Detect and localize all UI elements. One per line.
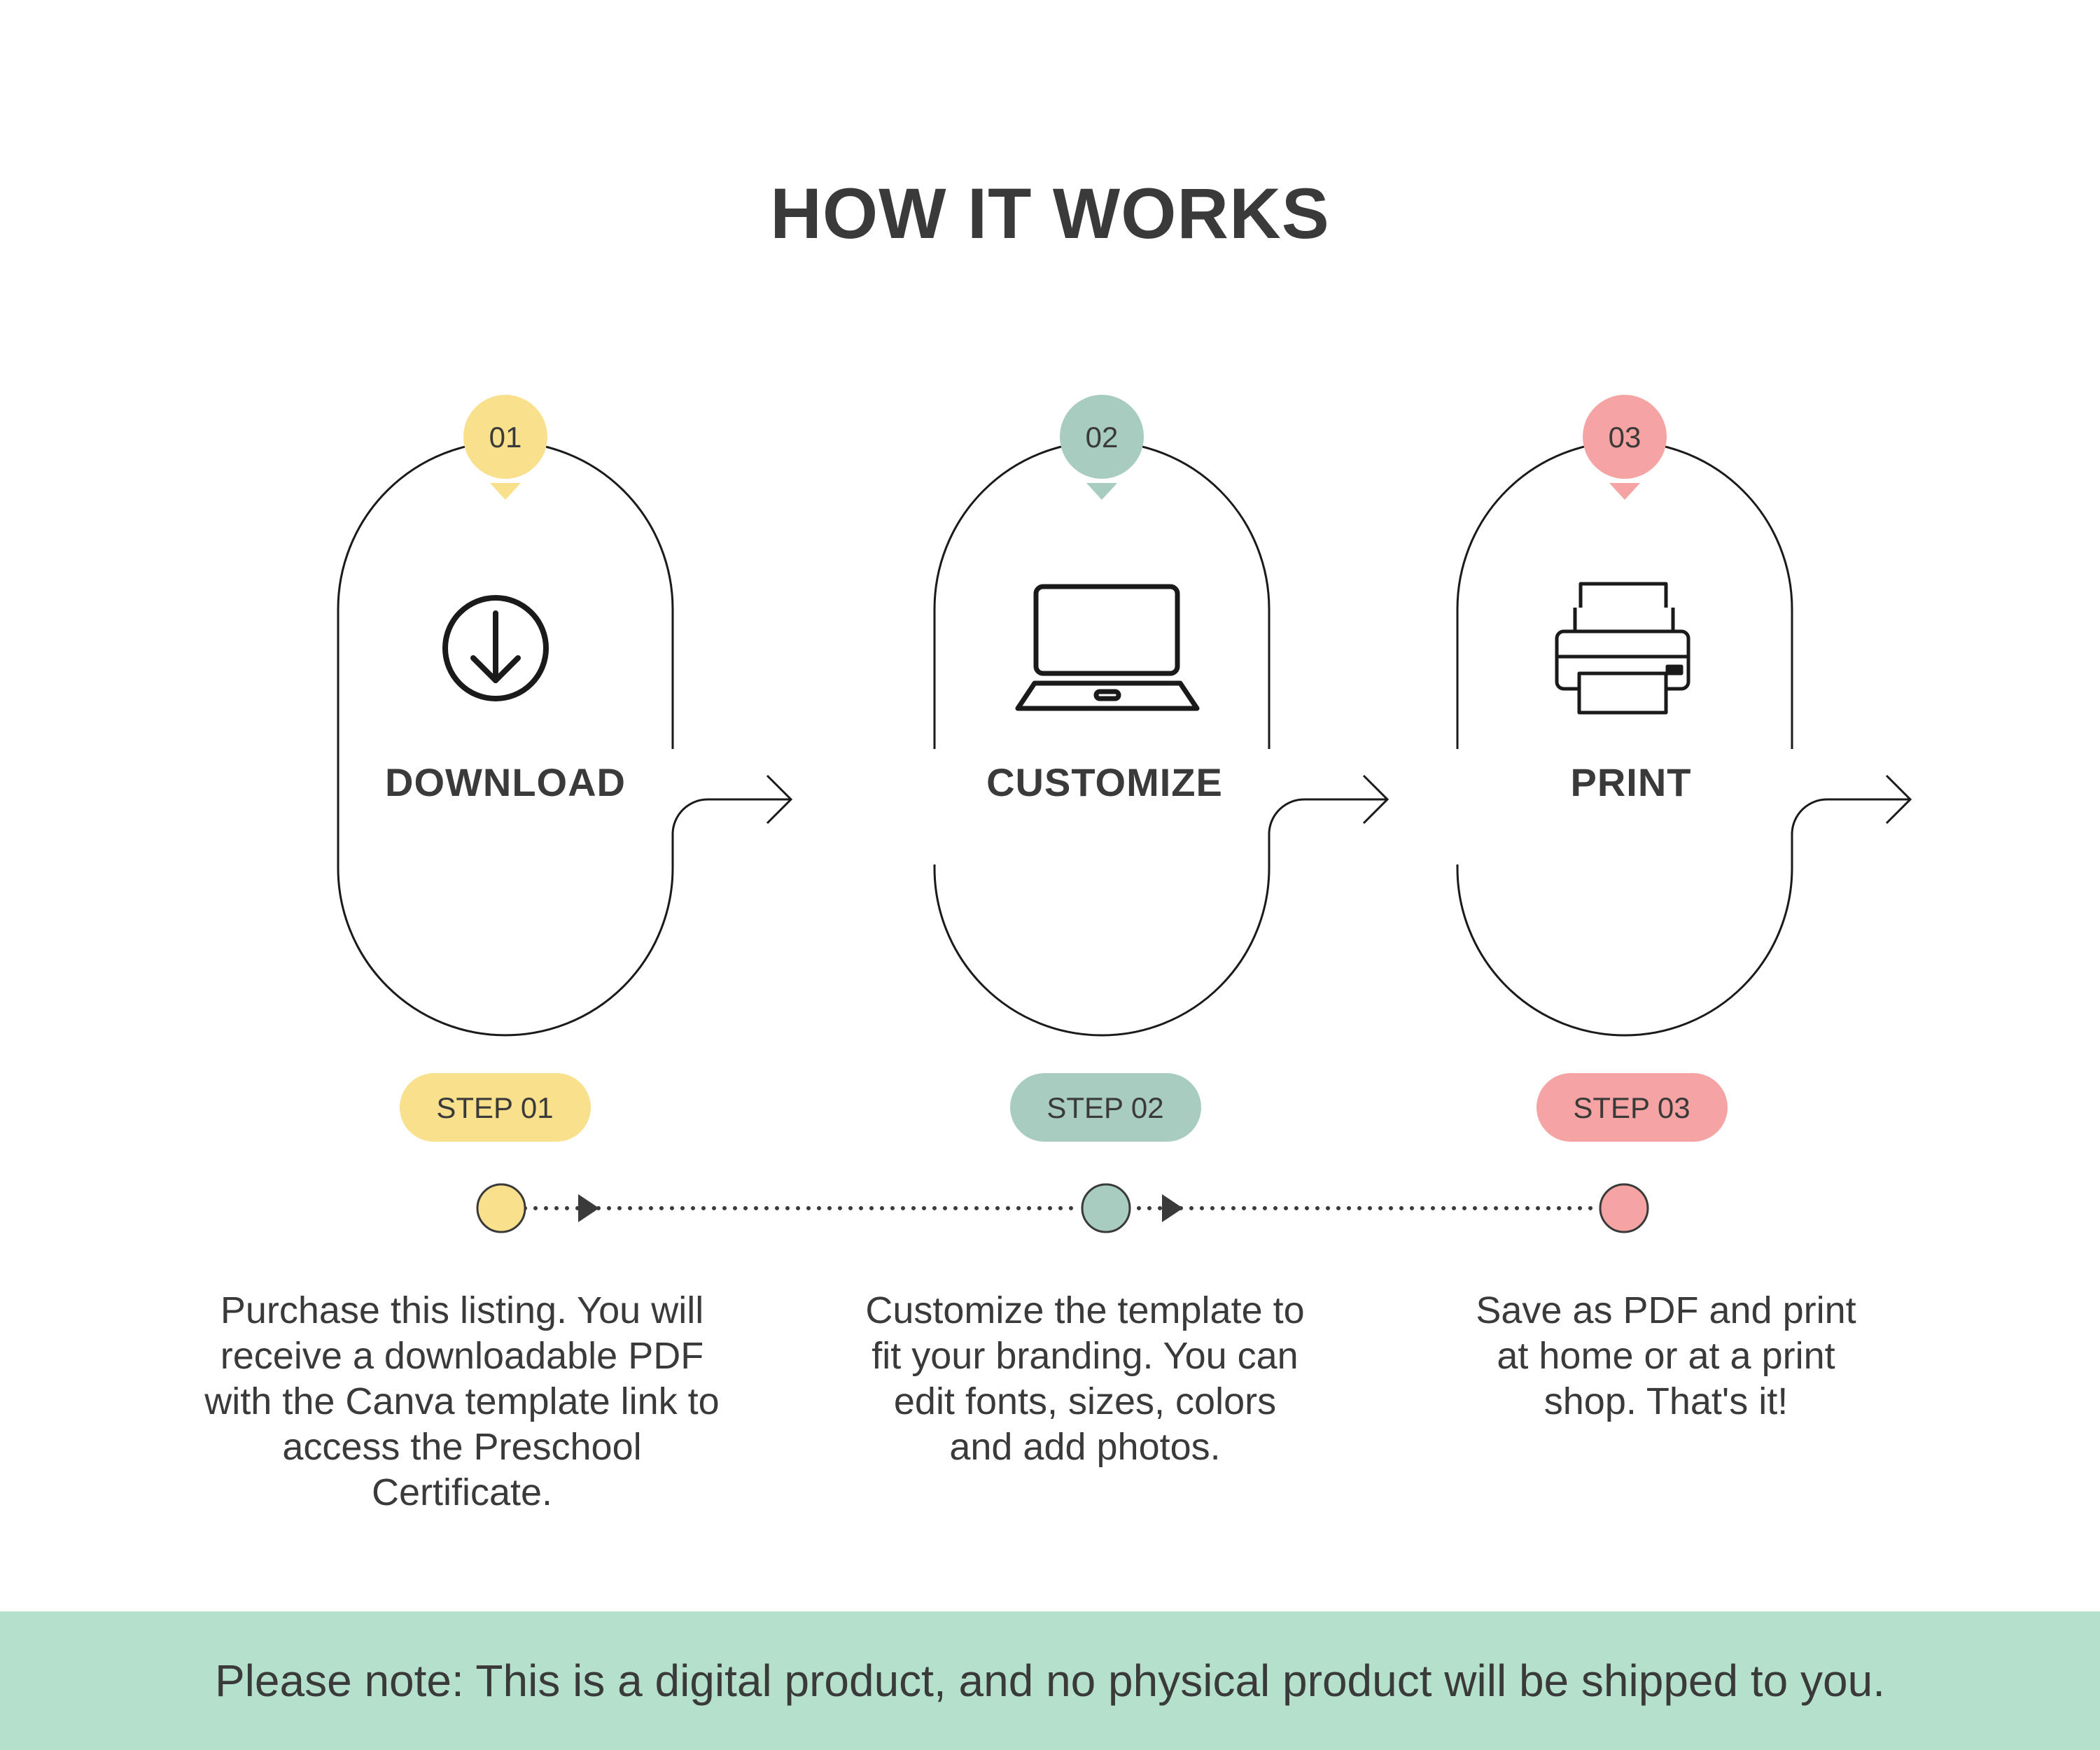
footer-banner: Please note: This is a digital product, … xyxy=(0,1611,2100,1750)
step-1-pin: 01 xyxy=(463,395,547,500)
step-1-number: 01 xyxy=(489,421,522,454)
step-3-pin: 03 xyxy=(1583,395,1667,500)
step-2-description: Customize the template to fit your brand… xyxy=(865,1289,1305,1468)
step-3-capsule xyxy=(1456,440,1912,1037)
step-2-name: CUSTOMIZE xyxy=(986,760,1223,804)
step-2-pill-label: STEP 02 xyxy=(1046,1091,1163,1124)
step-3-name: PRINT xyxy=(1571,760,1692,804)
timeline-dot-1 xyxy=(476,1183,526,1233)
download-circle-icon xyxy=(442,595,549,701)
step-3-pill: STEP 03 xyxy=(1536,1073,1728,1142)
step-3-pill-label: STEP 03 xyxy=(1573,1091,1690,1124)
page-title: HOW IT WORKS xyxy=(770,174,1330,253)
timeline-dot-3 xyxy=(1599,1183,1649,1233)
step-3-description: Save as PDF and print at home or at a pr… xyxy=(1476,1289,1856,1422)
step-2-capsule xyxy=(933,440,1390,1037)
step-1-description: Purchase this listing. You will receive … xyxy=(204,1289,720,1513)
step-2-pin: 02 xyxy=(1060,395,1144,500)
step-2-number: 02 xyxy=(1086,421,1119,454)
footer-note: Please note: This is a digital product, … xyxy=(214,1656,1886,1706)
printer-icon xyxy=(1555,582,1690,715)
step-1-pill-label: STEP 01 xyxy=(436,1091,553,1124)
laptop-icon xyxy=(1015,584,1200,711)
timeline-arrow-2 xyxy=(1162,1194,1183,1222)
step-1-name: DOWNLOAD xyxy=(385,760,626,804)
step-3-number: 03 xyxy=(1609,421,1642,454)
step-2-pill: STEP 02 xyxy=(1010,1073,1201,1142)
step-1-capsule xyxy=(337,440,793,1037)
timeline-arrow-1 xyxy=(578,1194,599,1222)
step-1-pill: STEP 01 xyxy=(400,1073,591,1142)
timeline-dot-2 xyxy=(1081,1183,1131,1233)
